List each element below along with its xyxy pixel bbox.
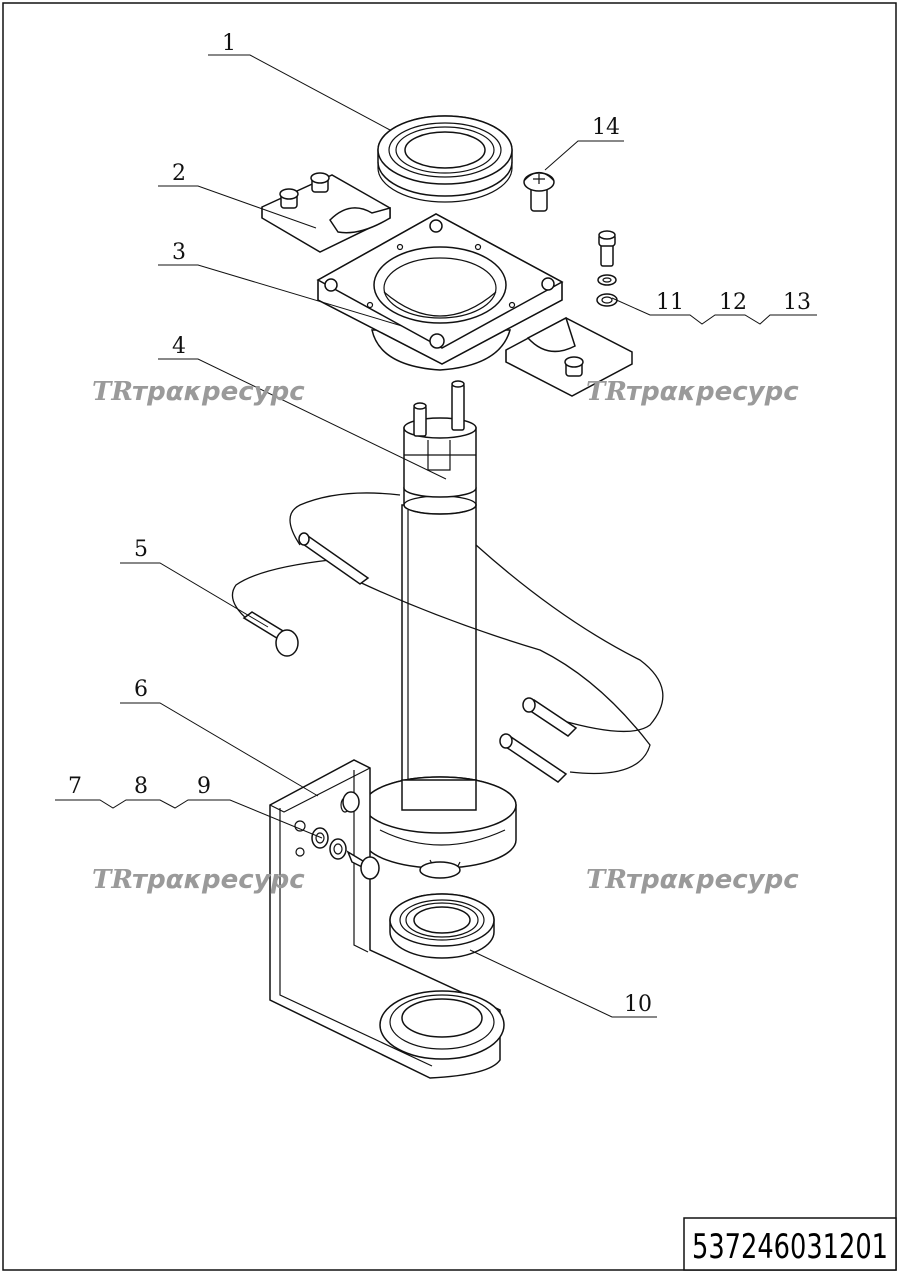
part-4-column-shaft [401, 380, 477, 821]
callout-12: 12 [719, 290, 747, 315]
watermark-top-left: TR трακресурс [92, 377, 305, 407]
right-clamp-plate [505, 316, 633, 397]
callout-3: 3 [172, 240, 186, 265]
callout-2: 2 [172, 161, 186, 186]
part-code-box: 537246031201 [683, 1217, 897, 1271]
callout-10: 10 [624, 992, 652, 1017]
callout-13: 13 [783, 290, 811, 315]
callout-1: 1 [222, 31, 236, 56]
part-1-top-bearing [377, 115, 513, 203]
callout-14: 14 [592, 115, 620, 140]
callout-6: 6 [134, 677, 148, 702]
column-base-disk [363, 776, 517, 879]
parts-11-12-13-screw-washers [596, 230, 618, 307]
callout-4: 4 [172, 334, 186, 359]
part-10-lower-bearing [389, 893, 495, 959]
callout-11: 11 [656, 290, 684, 315]
svg-text:TR: TR [92, 377, 133, 407]
part-14-button-screw [523, 171, 555, 212]
svg-text:TR: TR [586, 377, 627, 407]
callout-9: 9 [197, 774, 211, 799]
watermark-bottom-right: TR трακресурс [586, 865, 799, 895]
watermark-bottom-left: TR трακресурс [92, 865, 305, 895]
callout-5: 5 [134, 537, 148, 562]
part-code-number: 537246031201 [692, 1227, 888, 1267]
svg-text:трακресурс: трακресурс [132, 377, 305, 407]
svg-text:трακресурс: трακресурс [626, 865, 799, 895]
callout-7: 7 [68, 774, 82, 799]
leader-lines [55, 54, 817, 1018]
part-3-square-flange [316, 213, 564, 371]
callout-labels: 1 2 3 4 5 6 7 8 9 10 11 12 13 14 [68, 31, 811, 1017]
part-2-left-clamp-plate [261, 172, 391, 253]
parts-7-8-9-bracket-screw [311, 791, 380, 880]
svg-text:TR: TR [92, 865, 133, 895]
callout-8: 8 [134, 774, 148, 799]
svg-text:трακресурс: трακресурс [626, 377, 799, 407]
svg-text:TR: TR [586, 865, 627, 895]
svg-text:трακресурс: трακресурс [132, 865, 305, 895]
watermark-top-right: TR трακресурс [586, 377, 799, 407]
